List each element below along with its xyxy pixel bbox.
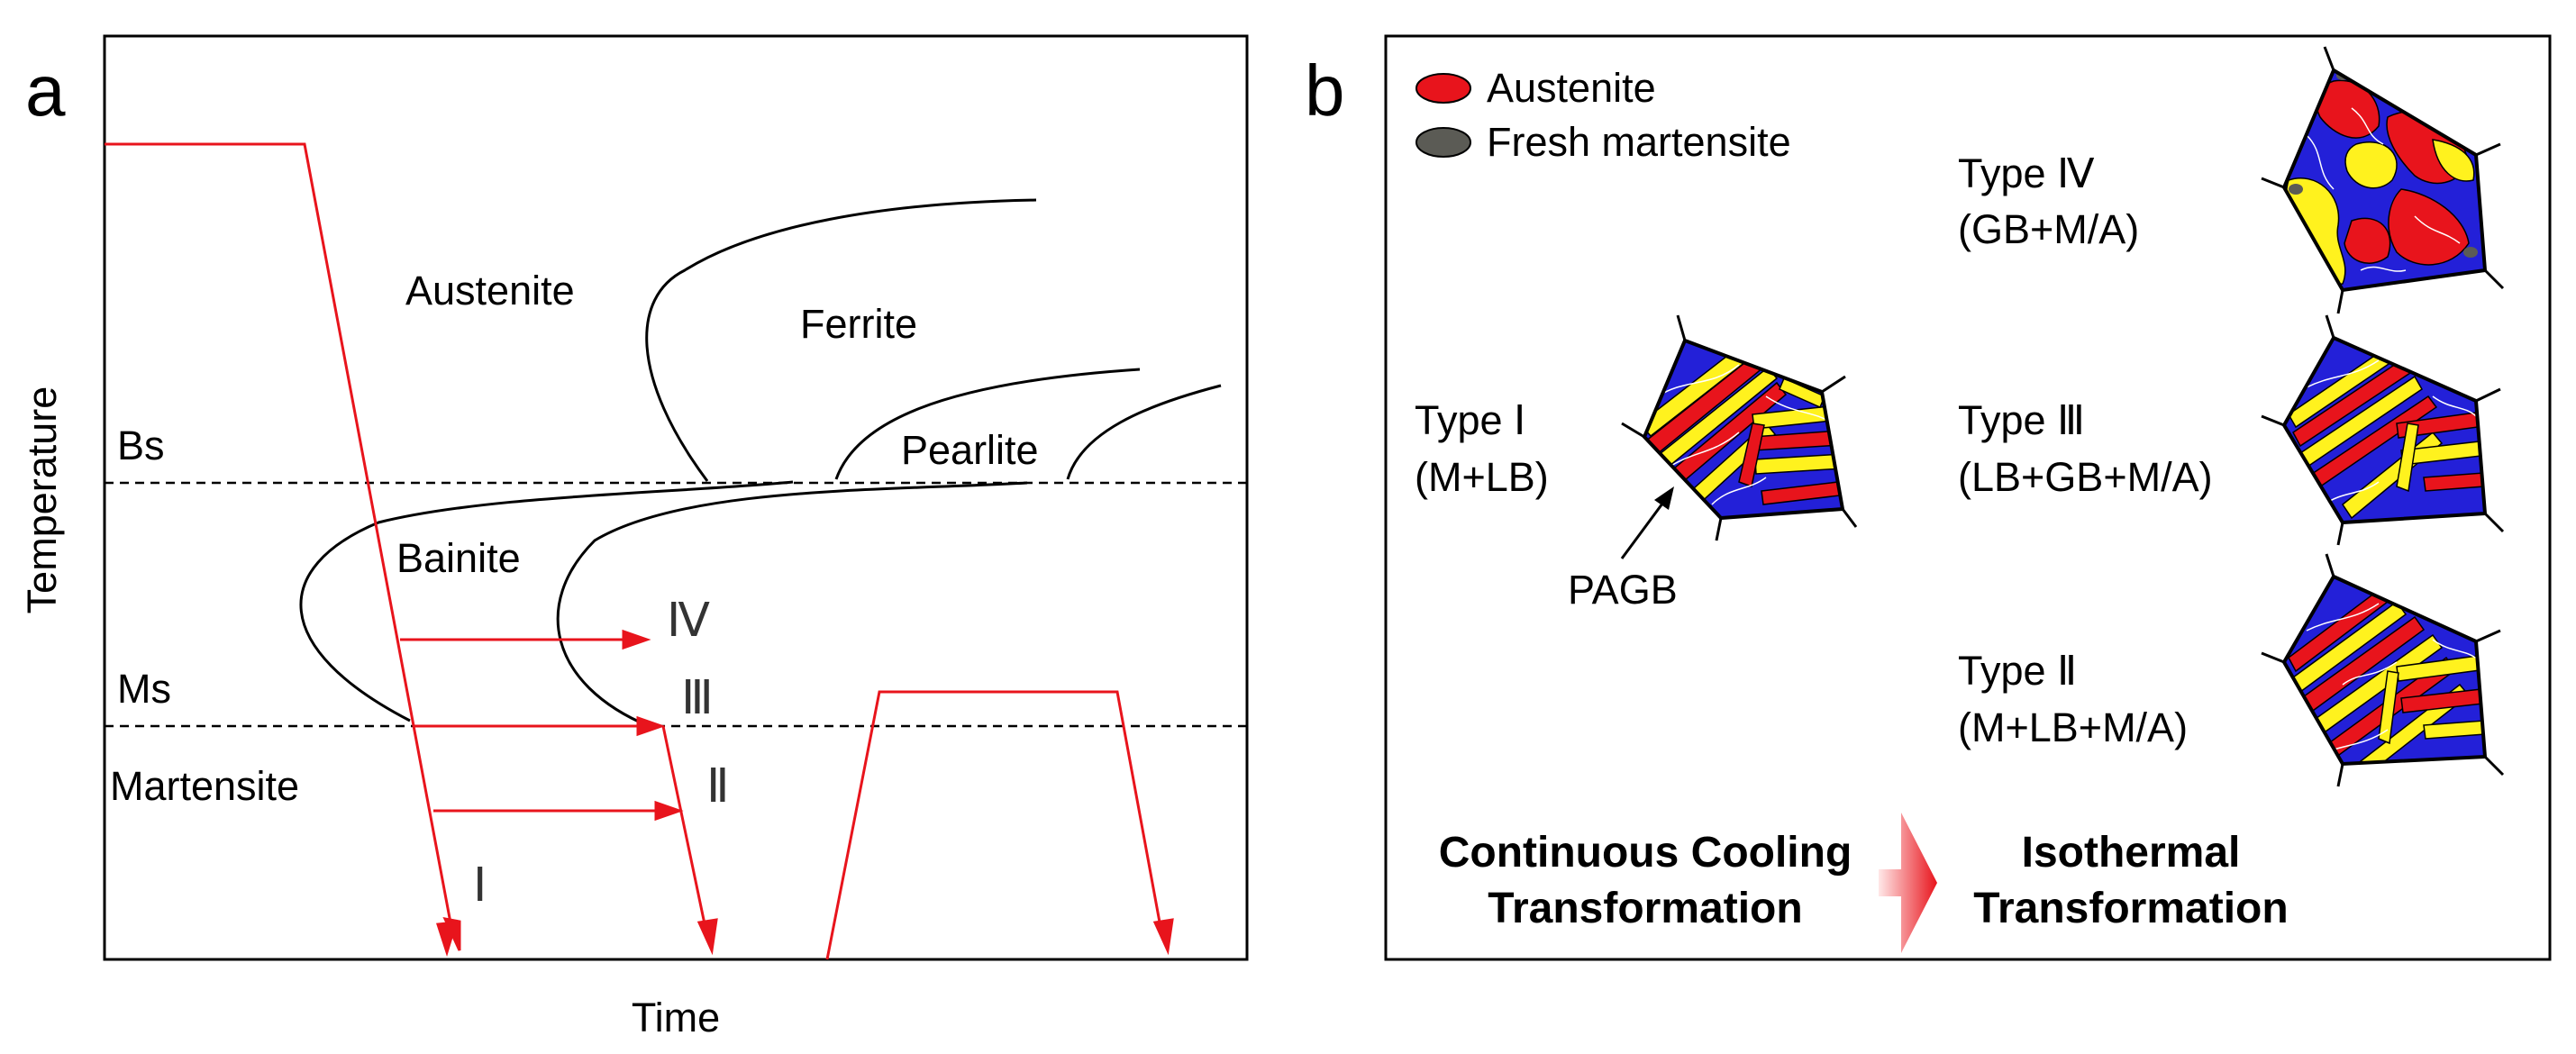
isothermal-final-arrowhead [696,918,718,956]
reheat-path [825,690,1164,960]
path-i-cooling [105,142,454,933]
path-iii-arrowhead [636,715,666,737]
grain-type-iii [2261,314,2505,546]
isothermal-line1: Isothermal [2022,829,2241,877]
panel-b-letter: b [1305,50,1345,131]
legend-fresh-martensite-swatch [1415,127,1471,158]
bainite-finish-curve [556,481,1028,728]
type-iv-detail: (GB+M/A) [1958,206,2139,252]
cooling-paths [105,142,1174,960]
panel-a: a Temperature Time Bs Ms Austenite Ferri… [19,34,1249,1040]
ms-label: Ms [117,666,171,712]
schematic-frame [1384,34,2552,961]
pagb-arrow-line [1620,499,1667,559]
path-ii-label: Ⅱ [706,761,730,813]
isothermal-line2: Transformation [1973,885,2288,932]
martensite-region-label: Martensite [110,763,299,809]
path-iv-arrowhead [622,629,651,650]
legend-austenite-swatch [1415,73,1471,104]
grain-type-iv [2261,46,2505,314]
type-iv-title: Type Ⅳ [1958,150,2095,196]
legend: Austenite Fresh martensite [1415,65,1791,165]
grain-type-i [1621,314,1858,541]
continuous-cooling-line1: Continuous Cooling [1439,829,1852,877]
pearlite-region-label: Pearlite [901,427,1039,473]
pagb-arrowhead [1654,486,1674,510]
path-i-arrowhead-2 [436,921,459,958]
panel-a-letter: a [25,50,66,131]
legend-austenite-label: Austenite [1487,65,1656,111]
legend-fresh-martensite-label: Fresh martensite [1487,119,1791,165]
isothermal-final-cooling [661,725,709,938]
path-ii-arrowhead [654,800,684,822]
bainite-start-curve [299,480,794,722]
bainite-region-label: Bainite [396,535,521,581]
type-i-detail: (M+LB) [1415,454,1549,500]
type-iii-title: Type Ⅲ [1958,397,2085,443]
type-ii-detail: (M+LB+M/A) [1958,704,2188,750]
type-ii-title: Type Ⅱ [1958,648,2077,694]
pearlite-curve [1066,384,1222,480]
type-iii-detail: (LB+GB+M/A) [1958,454,2213,500]
grain-type-ii [2261,553,2505,787]
bs-label: Bs [117,423,165,468]
ferrite-region-label: Ferrite [800,301,917,347]
austenite-region-label: Austenite [405,268,575,313]
pagb-label: PAGB [1568,567,1678,613]
type-i-title: Type Ⅰ [1415,397,1525,443]
x-axis-label: Time [632,995,720,1040]
y-axis-label: Temperature [19,386,65,614]
path-i-label: Ⅰ [473,860,487,912]
path-iii-label: Ⅲ [681,673,714,724]
reheat-arrowhead [1152,918,1174,956]
plot-frame [103,34,1249,961]
ferrite-start-curve [645,198,1037,482]
path-iv-label: Ⅳ [667,595,710,647]
transformation-curves [299,198,1222,728]
continuous-cooling-line2: Transformation [1488,885,1802,932]
transition-arrow-icon [1879,813,1937,953]
panel-b: b Austenite Fresh martensite Type Ⅰ (M+L… [1305,34,2552,961]
ferrite-finish-curve [834,368,1141,480]
